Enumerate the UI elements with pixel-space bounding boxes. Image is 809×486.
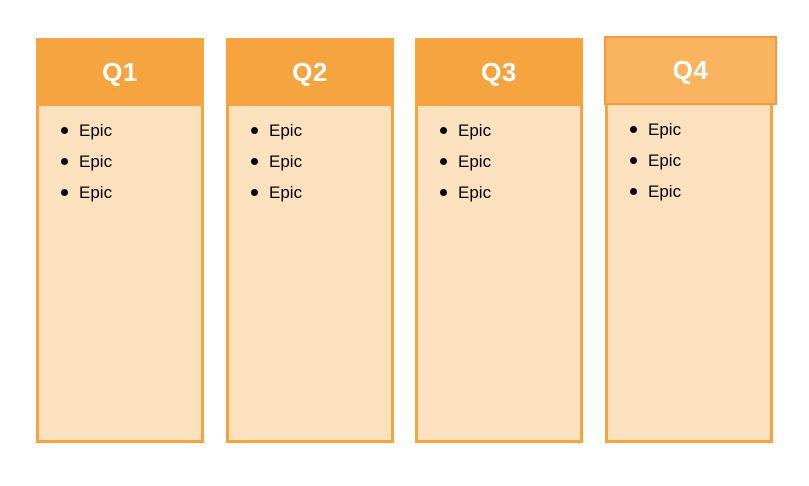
bullet-icon [630, 126, 637, 133]
epic-item: Epic [52, 146, 195, 177]
quarter-column-q2: Q2 Epic Epic Epic [226, 38, 394, 443]
bullet-icon [251, 189, 258, 196]
epic-label: Epic [458, 183, 492, 202]
epic-item: Epic [621, 145, 764, 176]
bullet-icon [61, 127, 68, 134]
bullet-icon [630, 188, 637, 195]
bullet-icon [251, 158, 258, 165]
epic-item: Epic [242, 177, 385, 208]
bullet-icon [440, 189, 447, 196]
quarter-column-q1: Q1 Epic Epic Epic [36, 38, 204, 443]
epic-label: Epic [648, 151, 682, 170]
epic-item: Epic [242, 115, 385, 146]
epic-label: Epic [79, 152, 113, 171]
epic-label: Epic [269, 121, 303, 140]
bullet-icon [61, 158, 68, 165]
quarter-header-q2: Q2 [226, 38, 394, 106]
bullet-icon [251, 127, 258, 134]
bullet-icon [61, 189, 68, 196]
epic-item: Epic [431, 146, 574, 177]
quarter-header-q3: Q3 [415, 38, 583, 106]
epic-label: Epic [458, 121, 492, 140]
bullet-icon [630, 157, 637, 164]
epic-item: Epic [52, 115, 195, 146]
epic-label: Epic [648, 182, 682, 201]
epic-label: Epic [269, 183, 303, 202]
epic-list-q2: Epic Epic Epic [226, 106, 394, 443]
epic-label: Epic [79, 183, 113, 202]
epic-list-q4: Epic Epic Epic [605, 105, 773, 443]
bullet-icon [440, 127, 447, 134]
epic-item: Epic [242, 146, 385, 177]
epic-label: Epic [648, 120, 682, 139]
epic-item: Epic [52, 177, 195, 208]
quarter-column-q3: Q3 Epic Epic Epic [415, 38, 583, 443]
bullet-icon [440, 158, 447, 165]
epic-label: Epic [269, 152, 303, 171]
epic-label: Epic [79, 121, 113, 140]
epic-label: Epic [458, 152, 492, 171]
quarter-header-q4: Q4 [604, 36, 777, 105]
epic-item: Epic [431, 177, 574, 208]
quarter-column-q4: Q4 Epic Epic Epic [604, 36, 777, 443]
epic-list-q3: Epic Epic Epic [415, 106, 583, 443]
epic-item: Epic [431, 115, 574, 146]
epic-list-q1: Epic Epic Epic [36, 106, 204, 443]
epic-item: Epic [621, 176, 764, 207]
quarter-header-q1: Q1 [36, 38, 204, 106]
epic-item: Epic [621, 114, 764, 145]
